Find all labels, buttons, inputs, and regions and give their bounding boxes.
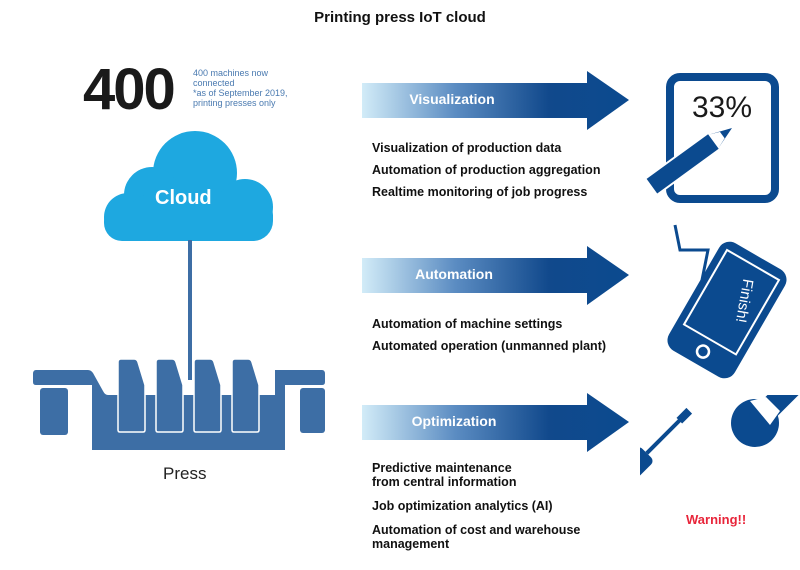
list-item: Automated operation (unmanned plant) xyxy=(372,339,607,353)
list-item: Predictive maintenance xyxy=(372,461,512,475)
list-item: Automation of cost and warehouse xyxy=(372,523,581,537)
cloud-label: Cloud xyxy=(155,187,212,209)
automation-items: Automation of machine settings Automated… xyxy=(372,317,606,353)
printing-press-icon xyxy=(33,358,325,450)
arrow-automation: Automation xyxy=(362,246,630,306)
arrow-shape xyxy=(362,71,629,130)
visualization-items: Visualization of production data Automat… xyxy=(372,141,600,199)
cloud-press-connector xyxy=(188,240,192,380)
optimization-items: Predictive maintenance from central info… xyxy=(372,461,580,551)
section-label: Automation xyxy=(415,266,493,282)
machine-count-note: 400 machines now connected *as of Septem… xyxy=(193,68,313,108)
note-line: connected xyxy=(193,78,235,88)
smartphone-notification-icon: Finish! xyxy=(667,224,787,379)
tablet-pencil-icon: 33% xyxy=(643,73,779,203)
section-label: Visualization xyxy=(409,91,495,107)
arrow-optimization: Optimization xyxy=(362,393,630,453)
list-item: Realtime monitoring of job progress xyxy=(372,185,588,199)
cloud-icon xyxy=(104,131,273,241)
arrow-shape xyxy=(362,246,629,305)
note-line: *as of September 2019, xyxy=(193,88,288,98)
page-title: Printing press IoT cloud xyxy=(314,9,486,26)
list-item: from central information xyxy=(372,475,517,489)
press-label: Press xyxy=(163,464,207,483)
section-label: Optimization xyxy=(411,413,497,429)
note-line: printing presses only xyxy=(193,98,276,108)
arrow-visualization: Visualization xyxy=(362,71,630,131)
list-item: Automation of machine settings xyxy=(372,317,563,331)
icon-text-percent: 33% xyxy=(692,91,752,124)
machine-count: 400 xyxy=(83,57,176,122)
list-item: management xyxy=(372,537,450,551)
wrench-screwdriver-icon xyxy=(640,395,800,503)
list-item: Visualization of production data xyxy=(372,141,562,155)
arrow-shape xyxy=(362,393,629,452)
warning-label: Warning!! xyxy=(686,512,747,527)
list-item: Automation of production aggregation xyxy=(372,163,601,177)
list-item: Job optimization analytics (AI) xyxy=(372,499,553,513)
note-line: 400 machines now xyxy=(193,68,269,78)
